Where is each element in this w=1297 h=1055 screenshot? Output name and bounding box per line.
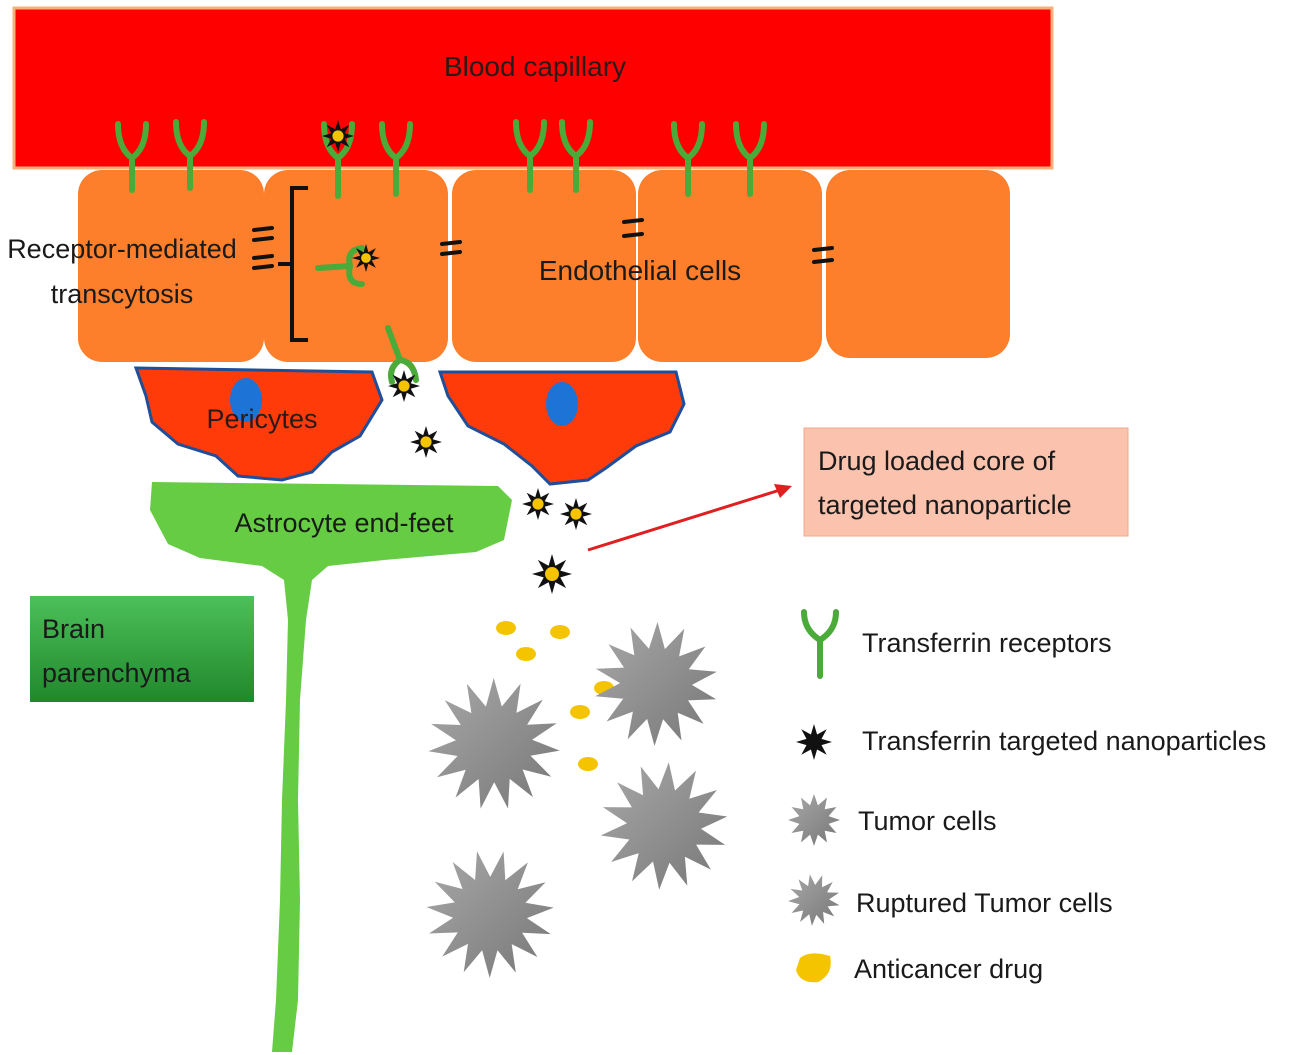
legend-label: Anticancer drug [854,954,1043,984]
tumor-cell [426,851,554,978]
endothelial-cell [78,170,264,362]
receptor-icon [801,609,839,679]
nanoparticle-core [570,508,582,520]
drug-blob [578,757,598,771]
drug-blob [516,647,536,661]
callout-line2: targeted nanoparticle [818,490,1072,520]
nanoparticle [388,370,420,402]
brain-parenchyma-box [30,596,254,702]
legend-label: Ruptured Tumor cells [856,888,1113,918]
tumor-cell [788,874,840,926]
transferrin-receptors [115,119,767,199]
drug-blob [496,621,516,635]
nanoparticle-core [398,380,410,392]
legend-label: Transferrin receptors [862,628,1112,658]
nanoparticle [322,120,354,152]
nanoparticle-core [332,130,344,142]
astrocyte-end-feet [150,482,512,1052]
endothelial-cell [264,170,448,362]
tumor-cell [600,762,728,890]
drug-core-callout [803,427,1129,537]
nanoparticle-core [420,436,432,448]
legend-label: Tumor cells [858,806,997,836]
endothelial-cell [638,170,822,362]
callout-arrowhead [774,484,792,498]
astrocyte-label: Astrocyte end-feet [234,508,454,538]
pericytes-label: Pericytes [206,404,317,434]
tumor-cell [595,622,717,746]
callout-line1: Drug loaded core of [818,446,1056,476]
brain-label: Brain [42,614,105,644]
nanoparticle-core [532,498,544,510]
endothelial-cell [452,170,636,362]
nanoparticle [410,426,442,458]
tumor-cells [426,622,728,978]
endothelial-cell [826,170,1010,358]
nanoparticles [322,120,592,594]
nanoparticle [560,498,592,530]
nanoparticle-icon [796,724,832,760]
nanoparticle [352,244,380,272]
blood-capillary [12,6,1054,170]
tumor-cell [788,794,840,846]
transcytosis-label: transcytosis [51,279,194,309]
receptor-mediated-label: Receptor-mediated [7,234,237,264]
drug-icon [796,953,831,983]
endothelial-cells-label: Endothelial cells [539,255,741,286]
legend: Transferrin receptors Transferrin target… [788,609,1266,984]
blood-capillary-label: Blood capillary [444,51,626,82]
basal-receptor [385,325,419,385]
tumor-cell-icon [788,794,840,846]
transcytosis-bracket [278,186,308,342]
callout-arrow-line [587,488,781,552]
legend-label: Transferrin targeted nanoparticles [862,726,1266,756]
nanoparticle-core [545,567,559,581]
endothelial-cells [78,170,1010,362]
tight-junctions [252,218,834,270]
nanoparticle [532,554,572,594]
drug-blob [550,625,570,639]
pericyte [133,366,384,482]
nanoparticle [522,488,554,520]
tumor-cell [428,678,560,809]
pericyte-nucleus [230,378,262,422]
nanoparticle [796,724,832,760]
nanoparticle-core [361,253,371,263]
parenchyma-label: parenchyma [42,658,192,688]
drug-blob [570,705,590,719]
ruptured-tumor-cell-icon [788,874,840,926]
pericyte-nucleus [546,382,578,426]
pericyte [437,370,686,486]
nanoparticle-shell [796,724,832,760]
internalized-receptor [315,245,365,287]
